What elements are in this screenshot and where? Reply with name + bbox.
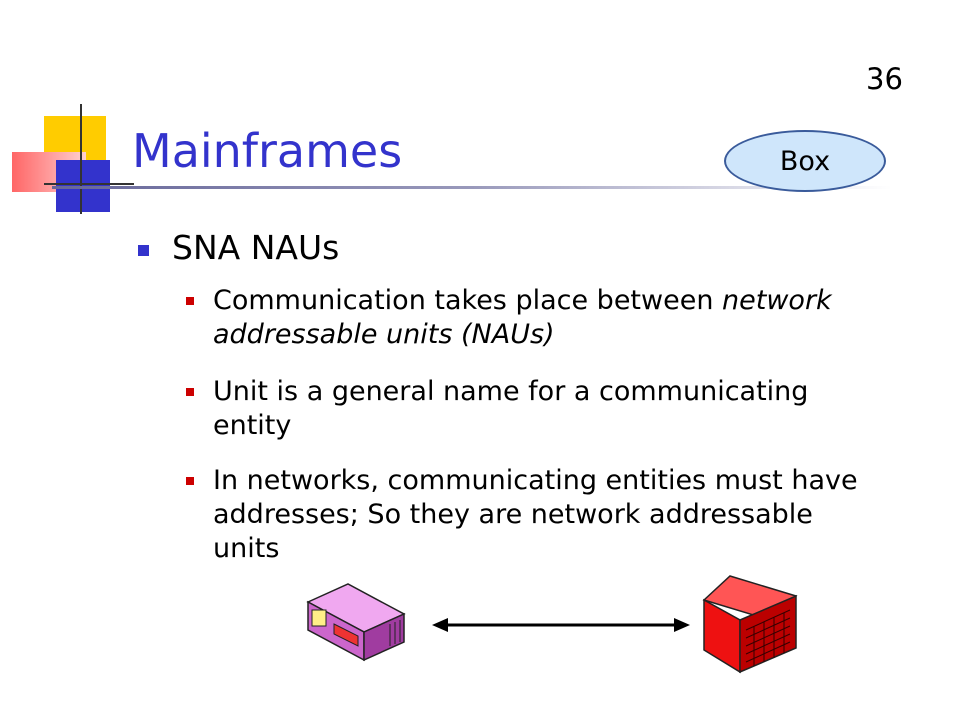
slide-title: Mainframes: [132, 124, 403, 178]
bullet-text-1-emphasis: network addressable units (NAUs): [213, 285, 832, 350]
bullet-text-1-prefix: Communication takes place between: [213, 285, 723, 316]
square-bullet-icon: [186, 477, 194, 485]
red-mainframe-cabinet-icon: [702, 575, 798, 674]
heading-text: SNA NAUs: [172, 228, 340, 267]
bullet-text-2: Unit is a general name for a communicati…: [213, 376, 809, 441]
box-badge-label: Box: [779, 145, 831, 177]
square-bullet-icon: [186, 297, 194, 305]
horizontal-line: [44, 183, 134, 185]
bullet-text-3: In networks, communicating entities must…: [213, 465, 858, 564]
bullet-text-1: Communication takes place between networ…: [213, 284, 885, 352]
vertical-line: [80, 104, 82, 214]
square-bullet-icon: [186, 388, 194, 396]
square-bullet-icon: [138, 245, 149, 256]
page-number: 36: [866, 62, 903, 96]
title-underline: [52, 186, 892, 189]
double-headed-arrow-icon: [432, 618, 690, 632]
box-badge: Box: [724, 130, 886, 192]
pink-network-device-icon: [306, 583, 406, 662]
